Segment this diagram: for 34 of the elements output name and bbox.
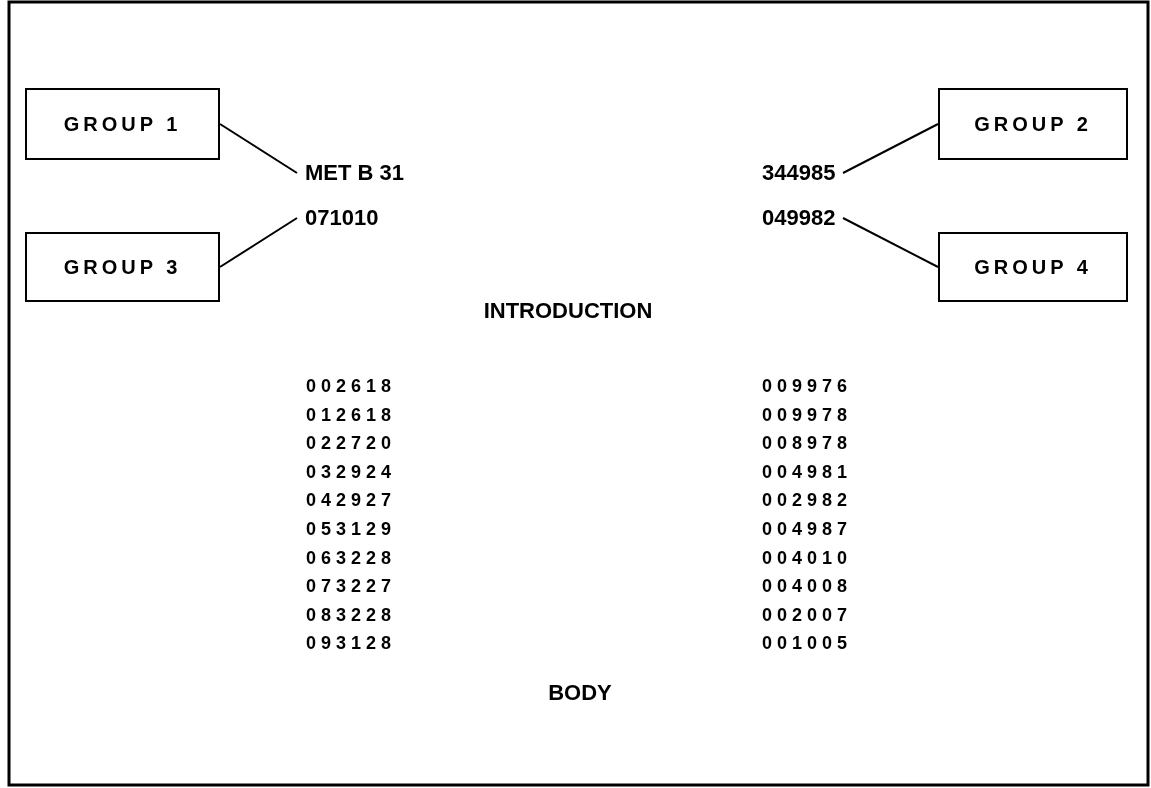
code-number: 022720 xyxy=(306,432,397,455)
code-number: 344985 xyxy=(762,160,836,186)
section-heading: BODY xyxy=(548,680,612,706)
code-number: 032924 xyxy=(306,460,397,483)
code-number: 002007 xyxy=(762,603,853,626)
code-number: 002982 xyxy=(762,489,853,512)
group-label: GROUP 3 xyxy=(25,232,220,302)
leader-line xyxy=(842,123,939,174)
group-label: GROUP 1 xyxy=(25,88,220,160)
group-label: GROUP 2 xyxy=(938,88,1128,160)
code-number: 004010 xyxy=(762,546,853,569)
code-number: 004008 xyxy=(762,575,853,598)
code-number: 071010 xyxy=(305,205,379,231)
code-number: 002618 xyxy=(306,375,397,397)
code-number: 012618 xyxy=(306,403,397,426)
section-heading: INTRODUCTION xyxy=(483,298,653,324)
code-number: 004987 xyxy=(762,518,853,540)
leader-line xyxy=(219,217,298,268)
leader-line xyxy=(842,217,939,268)
code-number: 063228 xyxy=(306,546,397,569)
group-label: GROUP 4 xyxy=(938,232,1128,302)
code-number: 093128 xyxy=(306,632,397,655)
code-number: 083228 xyxy=(306,603,397,626)
code-number: 042927 xyxy=(306,489,397,512)
code-number: 073227 xyxy=(306,575,397,598)
code-number: 009978 xyxy=(762,403,853,426)
code-number: MET B 31 xyxy=(305,160,405,186)
code-number: 004981 xyxy=(762,460,853,483)
code-number: 053129 xyxy=(306,518,397,540)
code-number: 049982 xyxy=(762,205,836,231)
code-number: 009976 xyxy=(762,375,853,397)
code-number: 008978 xyxy=(762,432,853,455)
code-number: 001005 xyxy=(762,632,853,655)
leader-line xyxy=(219,123,298,174)
